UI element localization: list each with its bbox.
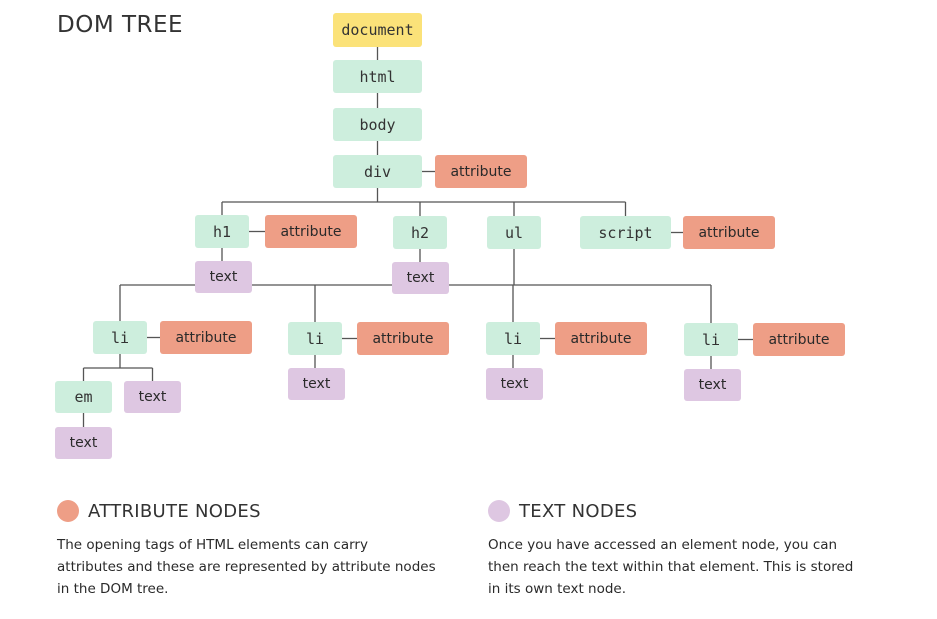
node-em: em — [55, 381, 112, 413]
legend-text-description: Once you have accessed an element node, … — [488, 537, 854, 597]
node-li2-text: text — [288, 368, 345, 400]
legend-attribute-description: The opening tags of HTML elements can ca… — [57, 537, 436, 597]
node-li3-text: text — [486, 368, 543, 400]
node-ul: ul — [487, 216, 541, 249]
attribute-swatch-icon — [57, 500, 79, 522]
node-li1-attr: attribute — [160, 321, 252, 354]
node-li3-attr: attribute — [555, 322, 647, 355]
legend-text-header: TEXT NODES — [488, 500, 868, 522]
node-h2: h2 — [393, 216, 447, 249]
node-script: script — [580, 216, 671, 249]
legend-attribute-header: ATTRIBUTE NODES — [57, 500, 437, 522]
legend-text-title: TEXT NODES — [519, 500, 638, 522]
node-document: document — [333, 13, 422, 47]
node-li2: li — [288, 322, 342, 355]
node-script-attr: attribute — [683, 216, 775, 249]
node-li4: li — [684, 323, 738, 356]
node-li2-attr: attribute — [357, 322, 449, 355]
legend-attribute: ATTRIBUTE NODES The opening tags of HTML… — [57, 500, 437, 600]
node-h1: h1 — [195, 215, 249, 248]
node-li1: li — [93, 321, 147, 354]
node-h2-text: text — [392, 262, 449, 294]
text-swatch-icon — [488, 500, 510, 522]
legend-attribute-title: ATTRIBUTE NODES — [88, 500, 261, 522]
node-div-attr: attribute — [435, 155, 527, 188]
node-h1-attr: attribute — [265, 215, 357, 248]
diagram-title: DOM TREE — [57, 12, 184, 38]
legend-text: TEXT NODES Once you have accessed an ele… — [488, 500, 868, 600]
node-li3: li — [486, 322, 540, 355]
node-h1-text: text — [195, 261, 252, 293]
node-body: body — [333, 108, 422, 141]
node-div: div — [333, 155, 422, 188]
node-li4-attr: attribute — [753, 323, 845, 356]
node-li1-text: text — [124, 381, 181, 413]
node-em-text: text — [55, 427, 112, 459]
node-li4-text: text — [684, 369, 741, 401]
node-html: html — [333, 60, 422, 93]
